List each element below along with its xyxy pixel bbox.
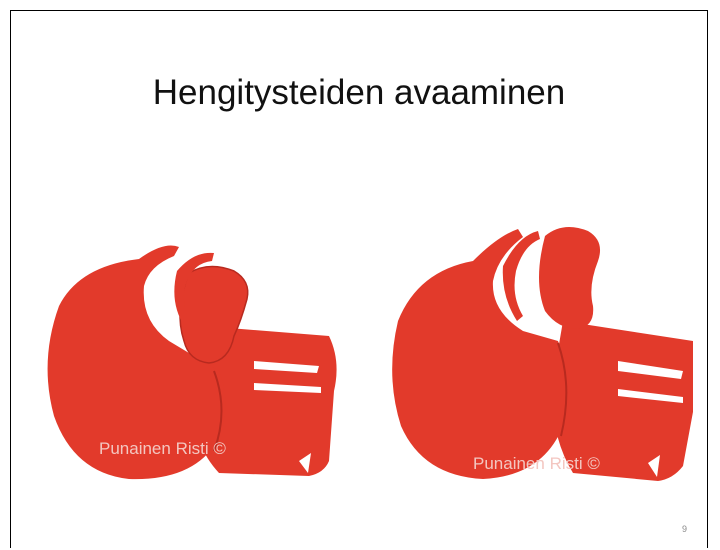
page-number: 9: [682, 524, 687, 534]
airway-model-open-image: Punainen Risti ©: [373, 211, 693, 501]
slide-title: Hengitysteiden avaaminen: [11, 73, 707, 113]
watermark-text: Punainen Risti ©: [473, 454, 600, 473]
airway-model-closed-image: Punainen Risti ©: [29, 211, 349, 501]
airway-model-closed: Punainen Risti ©: [29, 211, 349, 501]
watermark-text: Punainen Risti ©: [99, 439, 226, 458]
airway-model-open: Punainen Risti ©: [373, 211, 693, 501]
slide: Hengitysteiden avaaminen Punainen Risti …: [10, 10, 708, 548]
